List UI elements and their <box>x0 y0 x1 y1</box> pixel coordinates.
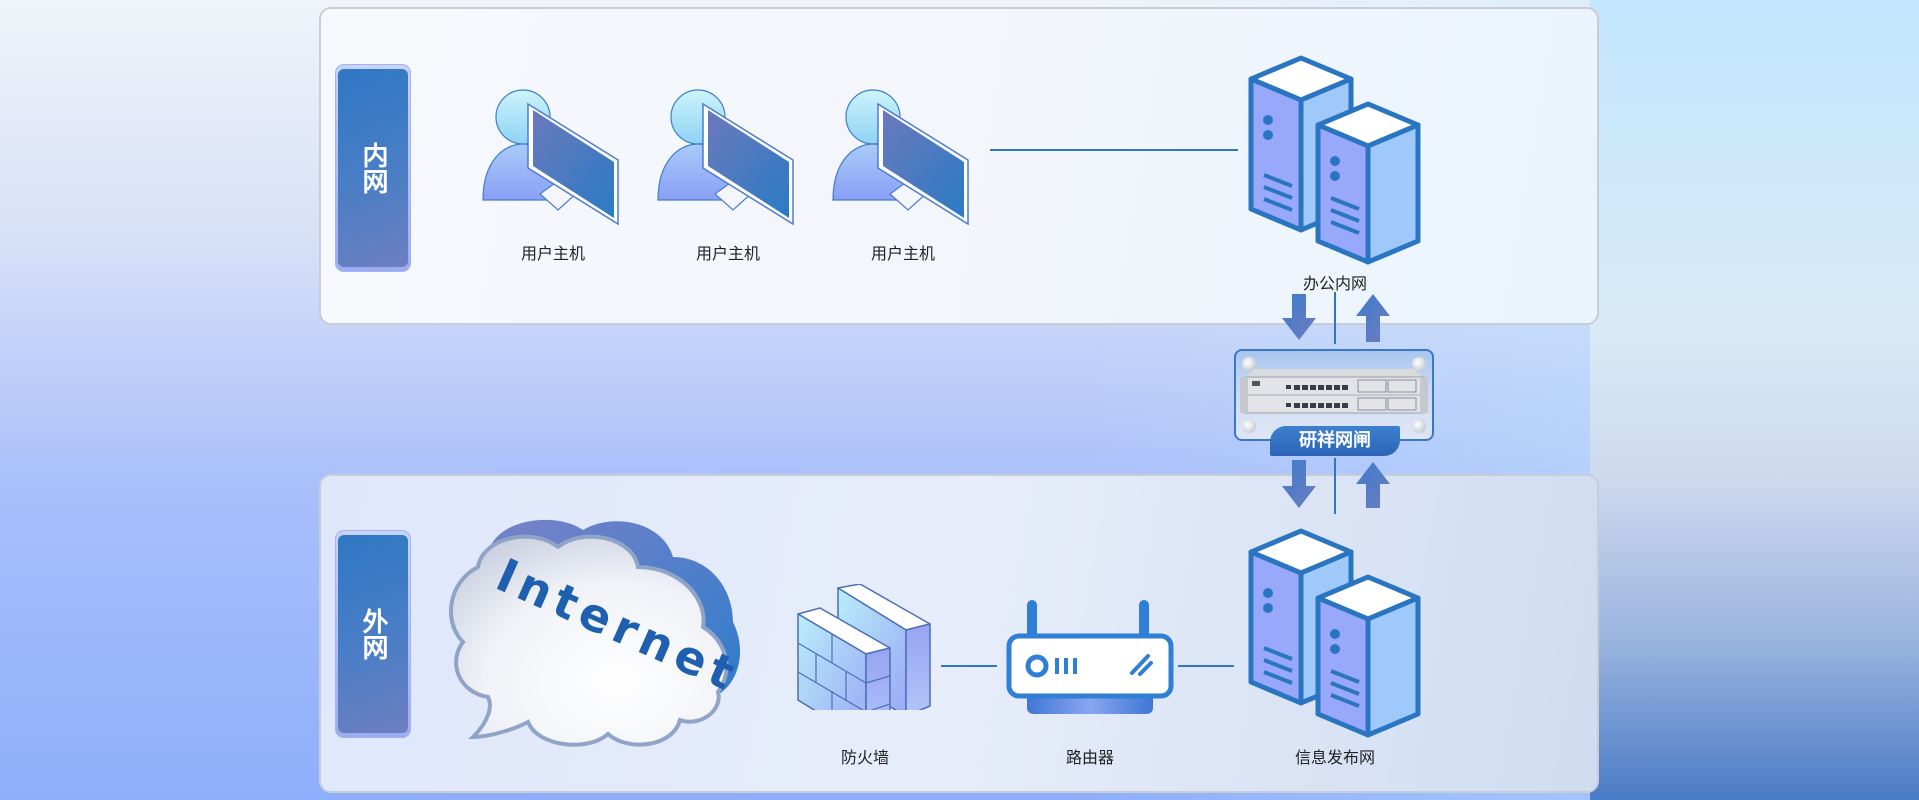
edge-firewall-router <box>941 665 997 667</box>
router-icon <box>1006 600 1174 714</box>
screw <box>1412 419 1426 433</box>
firewall-label: 防火墙 <box>840 748 889 767</box>
firewall-icon <box>797 584 931 710</box>
server-icon <box>1246 528 1426 738</box>
edge-host-office <box>990 149 1238 151</box>
screw <box>1242 357 1256 371</box>
extranet-zone-label: 外网 <box>335 530 411 738</box>
screw <box>1242 419 1256 433</box>
cloud-icon: Internet <box>449 519 748 747</box>
host-1-label: 用户主机 <box>520 244 585 263</box>
arrow-down-icon <box>1282 294 1316 340</box>
arrow-down-icon <box>1282 460 1316 508</box>
user-computer-icon <box>828 82 978 232</box>
gateway-device <box>1234 349 1434 441</box>
server-icon <box>1246 55 1426 265</box>
arrow-up-icon <box>1356 294 1390 342</box>
screw <box>1412 357 1426 371</box>
router-label: 路由器 <box>1065 748 1114 767</box>
office-net-label: 办公内网 <box>1302 274 1367 293</box>
publish-net-label: 信息发布网 <box>1294 748 1375 767</box>
bidirectional-arrows-bottom <box>1282 458 1390 514</box>
user-computer-icon <box>653 82 803 232</box>
host-3-label: 用户主机 <box>870 244 935 263</box>
background-right <box>1590 0 1919 800</box>
gateway-label: 研祥网闸 <box>1270 426 1400 456</box>
intranet-zone-label: 内网 <box>335 64 411 272</box>
rack-appliance-icon <box>1240 369 1428 414</box>
user-computer-icon <box>478 82 628 232</box>
edge-router-publish <box>1178 665 1234 667</box>
host-2-label: 用户主机 <box>695 244 760 263</box>
arrow-up-icon <box>1356 462 1390 508</box>
bidirectional-arrows-top <box>1282 292 1390 344</box>
